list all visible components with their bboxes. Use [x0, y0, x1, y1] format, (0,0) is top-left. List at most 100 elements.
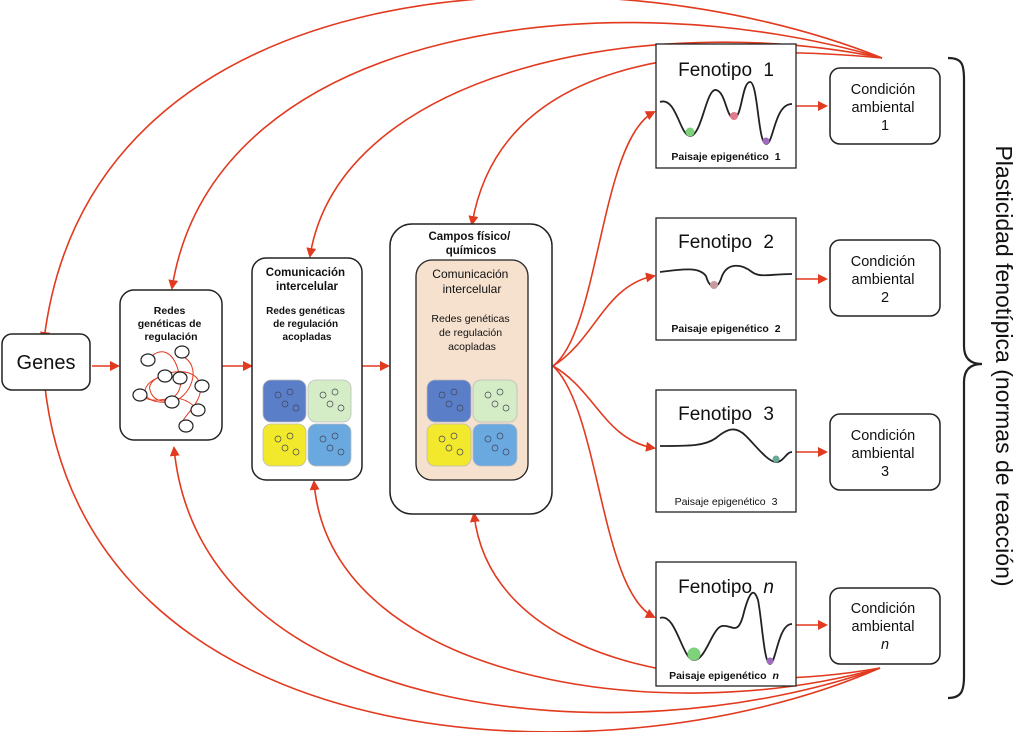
landscape-label-number: 1 [775, 151, 781, 163]
phenotype-1: Fenotipo 1 Paisaje epigenético 1 [655, 43, 797, 169]
phenotype-3: Fenotipo 3 Paisaje epigenético 3 [655, 389, 797, 513]
svg-text:Condición ambiental: Condición ambiental 1 [851, 82, 920, 134]
comm-subtitle-line: Redes genéticas [266, 306, 345, 317]
physical-chemical-fields-node: Campos físico/ químicos Comunicación int… [389, 223, 553, 515]
phenotype-title-word: Fenotipo [678, 60, 752, 81]
feedback-arrow-top-grn [168, 21, 883, 290]
phenotype-title-word: Fenotipo [678, 577, 752, 598]
comm-subtitle-line: de regulación [273, 319, 338, 330]
intercellular-communication-node: Comunicación intercelular Redes genética… [251, 257, 363, 481]
phenotype-title: Fenotipo 1 [678, 60, 774, 81]
epigenetic-landscape-curve [659, 264, 793, 288]
svg-text:Comunicación intercelula: Comunicación intercelular [432, 267, 511, 296]
phenotype-number: 2 [763, 232, 774, 253]
condition-line: Condición [851, 428, 916, 444]
condition-number: 3 [881, 464, 889, 480]
environmental-condition-3: Condición ambiental 3 [829, 413, 941, 491]
landscape-ball [687, 647, 701, 661]
fields-inner-title-line: Comunicación [432, 267, 508, 281]
feedback-arrow-bottom-grn [169, 446, 881, 714]
condition-line: ambiental [852, 619, 915, 635]
phenotype-number: 1 [763, 60, 774, 81]
right-brace [947, 56, 983, 700]
landscape-label-text: Paisaje epigenético [671, 323, 768, 335]
grn-title-line: regulación [144, 331, 197, 343]
cell-network-glyphs [274, 388, 345, 456]
phenotype-title-word: Fenotipo [678, 404, 752, 425]
arrow-fields-to-phenotype-2 [552, 272, 656, 367]
svg-text:Redes genéticas de: Redes genéticas de regulación [138, 305, 205, 343]
condition-number: 1 [881, 118, 889, 134]
svg-text:Campos físico/ químicos: Campos físico/ químicos [428, 231, 513, 257]
landscape-label-text: Paisaje epigenético [669, 670, 766, 682]
genes-node: Genes [1, 333, 91, 391]
landscape-ball [685, 127, 695, 137]
phenotype-title: Fenotipo n [678, 577, 774, 598]
comm-title-line: Comunicación [266, 267, 345, 279]
landscape-label-number: 2 [775, 323, 781, 335]
phenotype-title-word: Fenotipo [678, 232, 752, 253]
comm-title-line: intercelular [276, 281, 339, 293]
phenotypic-plasticity-label: Plasticidad fenotípica (normas de reacci… [991, 145, 1017, 586]
environmental-condition-n: Condición ambiental n [829, 587, 941, 665]
feedback-arrow-top-genes [40, 0, 883, 342]
phenotype-title: Fenotipo 3 [678, 404, 774, 425]
landscape-label-text: Paisaje epigenético [671, 151, 768, 163]
landscape-label-number: n [772, 670, 778, 682]
environmental-condition-2: Condición ambiental 2 [829, 239, 941, 317]
landscape-ball [730, 112, 738, 120]
comm-subtitle-line: acopladas [283, 332, 332, 343]
condition-line: Condición [851, 82, 916, 98]
condition-line: ambiental [852, 446, 915, 462]
fields-inner-subtitle-line: Redes genéticas [431, 313, 509, 325]
condition-line: Condición [851, 601, 916, 617]
environmental-condition-1: Condición ambiental 1 [829, 67, 941, 145]
cell-network-glyphs [438, 388, 510, 456]
phenotype-2: Fenotipo 2 Paisaje epigenético 2 [655, 217, 797, 341]
svg-text:Condición ambiental: Condición ambiental n [851, 601, 920, 653]
phenotype-number: n [763, 577, 774, 598]
landscape-label-text: Paisaje epigenético [675, 496, 766, 508]
svg-text:Redes genéticas de regul: Redes genéticas de regulación acopladas [266, 306, 348, 343]
fields-title-line: químicos [446, 245, 496, 257]
coupled-cells [262, 379, 352, 467]
condition-number: 2 [881, 290, 889, 306]
landscape-label: Paisaje epigenético 3 [675, 496, 778, 508]
feedback-arrow-bottom-fields [469, 512, 881, 680]
feedback-arrows-bottom [39, 376, 881, 732]
fields-inner-title-line: intercelular [443, 282, 502, 296]
phenotype-title: Fenotipo 2 [678, 232, 774, 253]
arrow-fields-to-phenotype-3 [552, 365, 656, 452]
arrow-fields-to-phenotype-1 [552, 111, 656, 367]
condition-number: n [881, 637, 889, 653]
feedback-arrow-bottom-genes [39, 376, 881, 732]
condition-line: ambiental [852, 100, 915, 116]
fields-inner-subtitle-line: de regulación [439, 327, 502, 339]
condition-line: ambiental [852, 272, 915, 288]
grn-title-line: Redes [154, 305, 186, 317]
landscape-ball [762, 137, 770, 145]
network-nodes [132, 345, 210, 433]
landscape-label: Paisaje epigenético n [669, 670, 779, 682]
epigenetic-landscape-curve [659, 428, 793, 463]
fields-inner-subtitle-line: acopladas [448, 341, 496, 353]
phenotype-number: 3 [763, 404, 774, 425]
phenotype-n: Fenotipo n Paisaje epigenético n [655, 561, 797, 687]
forward-arrows [92, 101, 828, 630]
feedback-arrow-top-fields [468, 51, 883, 226]
gene-regulatory-network-node: Redes genéticas de regulación [119, 289, 223, 441]
svg-text:Condición ambiental: Condición ambiental 2 [851, 254, 920, 306]
arrow-fields-to-phenotype-n [552, 365, 656, 618]
svg-text:Comunicación intercelula: Comunicación intercelular [266, 267, 348, 293]
feedback-arrow-bottom-comm [309, 480, 881, 694]
svg-text:Redes genéticas de regul: Redes genéticas de regulación acopladas [431, 313, 512, 353]
svg-text:Condición ambiental: Condición ambiental 3 [851, 428, 920, 480]
fields-title-line: Campos físico/ [428, 231, 511, 243]
genes-label: Genes [17, 352, 76, 374]
landscape-ball [772, 455, 780, 463]
condition-line: Condición [851, 254, 916, 270]
landscape-label: Paisaje epigenético 1 [671, 151, 780, 163]
landscape-ball [710, 281, 718, 289]
landscape-ball [766, 657, 774, 665]
